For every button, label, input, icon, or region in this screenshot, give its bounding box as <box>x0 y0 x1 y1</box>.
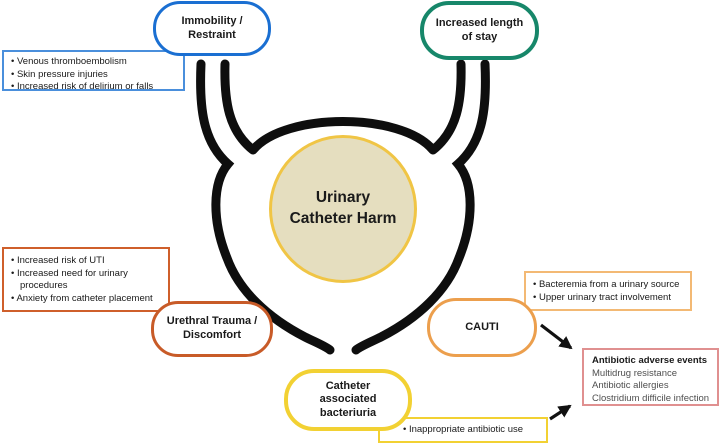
node-label-line: Urethral Trauma / <box>166 315 258 328</box>
node-urethral-trauma-discomfort: Urethral Trauma / Discomfort <box>151 301 273 357</box>
node-label-line: Restraint <box>188 28 236 41</box>
effect-item: Antibiotic allergies <box>592 380 669 392</box>
node-label-line: Catheter <box>325 379 371 392</box>
node-increased-length-of-stay: Increased length of stay <box>420 1 539 60</box>
bacteriuria-effects-box: Inappropriate antibiotic use <box>378 417 548 443</box>
node-cauti: CAUTI <box>427 298 537 357</box>
effect-item: Increased risk of UTI <box>11 255 163 268</box>
effect-item: Skin pressure injuries <box>11 69 178 82</box>
diagram-title-line: Catheter Harm <box>289 210 397 227</box>
antibiotic-adverse-events-box: Antibiotic adverse events Multidrug resi… <box>582 348 719 406</box>
effect-item: Upper urinary tract involvement <box>533 292 685 305</box>
effect-item: Bacteremia from a urinary source <box>533 279 685 292</box>
node-label-line: Immobility / <box>181 14 243 27</box>
node-immobility-restraint: Immobility / Restraint <box>153 1 271 56</box>
effect-item: Anxiety from catheter placement <box>11 293 163 306</box>
node-label-line: CAUTI <box>465 320 499 333</box>
node-catheter-associated-bacteriuria: Catheter associated bacteriuria <box>284 369 412 431</box>
immobility-effects-box: Venous thromboembolism Skin pressure inj… <box>2 50 185 94</box>
node-label-line: of stay <box>461 30 498 43</box>
effect-item: Venous thromboembolism <box>11 56 178 69</box>
effect-item: Increased risk of delirium or falls <box>11 81 178 94</box>
effect-item: Increased need for urinary procedures <box>11 268 163 293</box>
node-label-line: bacteriuria <box>319 406 377 419</box>
node-label-line: Increased length <box>435 16 524 29</box>
center-circle-urinary-catheter-harm: Urinary Catheter Harm <box>269 135 417 283</box>
node-label-line: associated <box>319 393 377 406</box>
effect-item: Inappropriate antibiotic use <box>403 424 523 437</box>
trauma-effects-box: Increased risk of UTI Increased need for… <box>2 247 170 312</box>
arrow-bacteriuria-to-antibiotic <box>549 404 572 421</box>
node-label-line: Discomfort <box>182 329 242 341</box>
cauti-effects-box: Bacteremia from a urinary source Upper u… <box>524 271 692 311</box>
arrow-cauti-to-antibiotic <box>540 323 573 350</box>
antibiotic-box-title: Antibiotic adverse events <box>592 355 708 366</box>
effect-item: Clostridium difficile infection <box>592 393 710 405</box>
effect-item: Multidrug resistance <box>592 367 678 379</box>
diagram-title-line: Urinary <box>315 189 371 207</box>
